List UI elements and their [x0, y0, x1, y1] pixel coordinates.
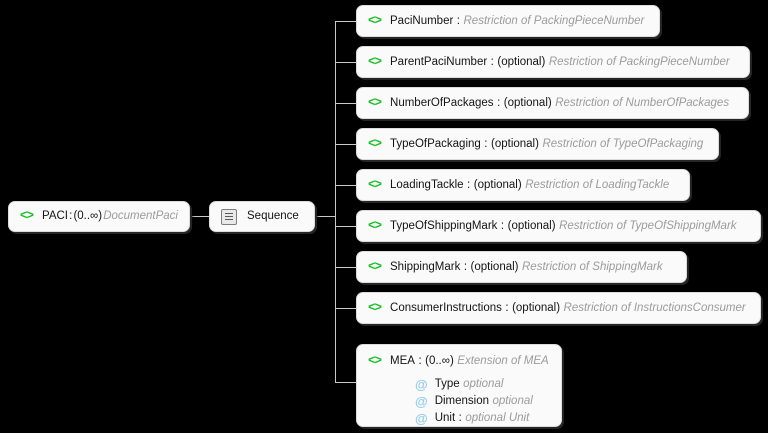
node-type: Restriction of InstructionsConsumer	[563, 301, 746, 314]
element-icon: <>	[368, 300, 382, 315]
connector-branch-9	[335, 382, 356, 383]
node-separator: :	[69, 210, 73, 222]
node-parentpacinumber[interactable]: <> ParentPaciNumber : (optional) Restric…	[356, 46, 750, 78]
element-icon: <>	[368, 177, 382, 192]
attribute-name: Unit	[434, 412, 456, 424]
node-separator: :	[456, 14, 460, 27]
element-icon: <>	[20, 209, 34, 223]
node-separator: :	[418, 355, 422, 367]
sequence-label: Sequence	[247, 210, 299, 222]
connector-branch-5	[335, 185, 356, 186]
node-consumerinstructions[interactable]: <> ConsumerInstructions : (optional) Res…	[356, 292, 761, 324]
node-optional: (optional)	[491, 137, 539, 150]
node-name: ShippingMark	[390, 260, 461, 273]
node-occurrence: (0..∞)	[73, 210, 103, 222]
node-sequence[interactable]: Sequence	[209, 201, 315, 232]
node-name: TypeOfPackaging	[390, 137, 481, 150]
node-optional: (optional)	[497, 55, 546, 68]
attribute-type: optional	[463, 378, 504, 390]
connector-branch-3	[335, 103, 356, 104]
attribute-icon: @	[415, 410, 428, 426]
node-name: ParentPaciNumber	[390, 55, 488, 68]
node-separator: :	[497, 96, 501, 109]
node-name: PaciNumber	[390, 14, 454, 27]
node-type: Restriction of LoadingTackle	[525, 178, 670, 191]
node-pacinumber[interactable]: <> PaciNumber : Restriction of PackingPi…	[356, 5, 660, 37]
attribute-separator: :	[458, 412, 462, 424]
node-root-paci[interactable]: <> PACI : (0..∞) DocumentPaci	[8, 201, 190, 232]
attribute-row-unit[interactable]: @ Unit : optional Unit	[357, 410, 561, 427]
node-type: Restriction of TypeOfPackaging	[542, 137, 704, 150]
connector-branch-8	[335, 308, 356, 309]
node-name: PACI	[42, 210, 69, 222]
connector-branch-7	[335, 267, 356, 268]
node-mea-header: <> MEA : (0..∞) Extension of MEA	[357, 353, 561, 370]
node-separator: :	[463, 260, 468, 273]
connector-trunk	[335, 21, 336, 383]
node-optional: (optional)	[503, 96, 552, 109]
attribute-name: Type	[434, 378, 460, 390]
node-mea[interactable]: <> MEA : (0..∞) Extension of MEA @ Type …	[356, 344, 562, 427]
node-type: Restriction of ShippingMark	[522, 260, 663, 273]
node-name: TypeOfShippingMark	[390, 219, 498, 232]
node-separator: :	[500, 219, 505, 232]
node-type: Extension of MEA	[457, 355, 549, 367]
connector-root-to-sequence	[190, 216, 210, 217]
node-name: NumberOfPackages	[390, 96, 494, 109]
node-loadingtackle[interactable]: <> LoadingTackle : (optional) Restrictio…	[356, 169, 690, 201]
attribute-name: Dimension	[434, 395, 490, 407]
attribute-row-type[interactable]: @ Type optional	[357, 376, 561, 393]
element-icon: <>	[368, 54, 382, 69]
node-type: DocumentPaci	[103, 210, 178, 222]
attribute-type: optional Unit	[465, 412, 530, 424]
node-optional: (optional)	[473, 178, 522, 191]
attribute-icon: @	[415, 393, 428, 409]
node-type: Restriction of PackingPieceNumber	[463, 14, 645, 27]
element-icon: <>	[368, 259, 382, 274]
node-typeofpackaging[interactable]: <> TypeOfPackaging : (optional) Restrict…	[356, 128, 719, 160]
node-type: Restriction of TypeOfShippingMark	[559, 219, 737, 232]
connector-branch-2	[335, 62, 356, 63]
node-separator: :	[505, 301, 509, 314]
node-type: Restriction of PackingPieceNumber	[548, 55, 730, 68]
node-optional: (optional)	[512, 301, 561, 314]
node-occurrence: (0..∞)	[425, 355, 454, 367]
node-separator: :	[484, 137, 488, 150]
connector-branch-4	[335, 144, 356, 145]
element-icon: <>	[368, 95, 382, 110]
node-optional: (optional)	[470, 260, 519, 273]
node-name: LoadingTackle	[390, 178, 464, 191]
attribute-type: optional	[492, 395, 533, 407]
element-icon: <>	[368, 354, 382, 368]
node-numberofpackages[interactable]: <> NumberOfPackages : (optional) Restric…	[356, 87, 749, 119]
element-icon: <>	[368, 218, 382, 233]
sequence-icon	[221, 208, 237, 225]
node-optional: (optional)	[507, 219, 556, 232]
connector-branch-6	[335, 226, 356, 227]
attribute-icon: @	[415, 376, 428, 392]
connector-sequence-to-trunk	[315, 216, 336, 217]
element-icon: <>	[368, 136, 382, 151]
node-type: Restriction of NumberOfPackages	[555, 96, 730, 109]
node-separator: :	[467, 178, 471, 191]
node-separator: :	[490, 55, 494, 68]
attribute-row-dimension[interactable]: @ Dimension optional	[357, 393, 561, 410]
element-icon: <>	[368, 13, 382, 28]
node-name: MEA	[390, 355, 415, 367]
node-typeofshippingmark[interactable]: <> TypeOfShippingMark : (optional) Restr…	[356, 210, 761, 242]
connector-branch-1	[335, 21, 356, 22]
node-shippingmark[interactable]: <> ShippingMark : (optional) Restriction…	[356, 251, 687, 283]
node-name: ConsumerInstructions	[390, 301, 502, 314]
